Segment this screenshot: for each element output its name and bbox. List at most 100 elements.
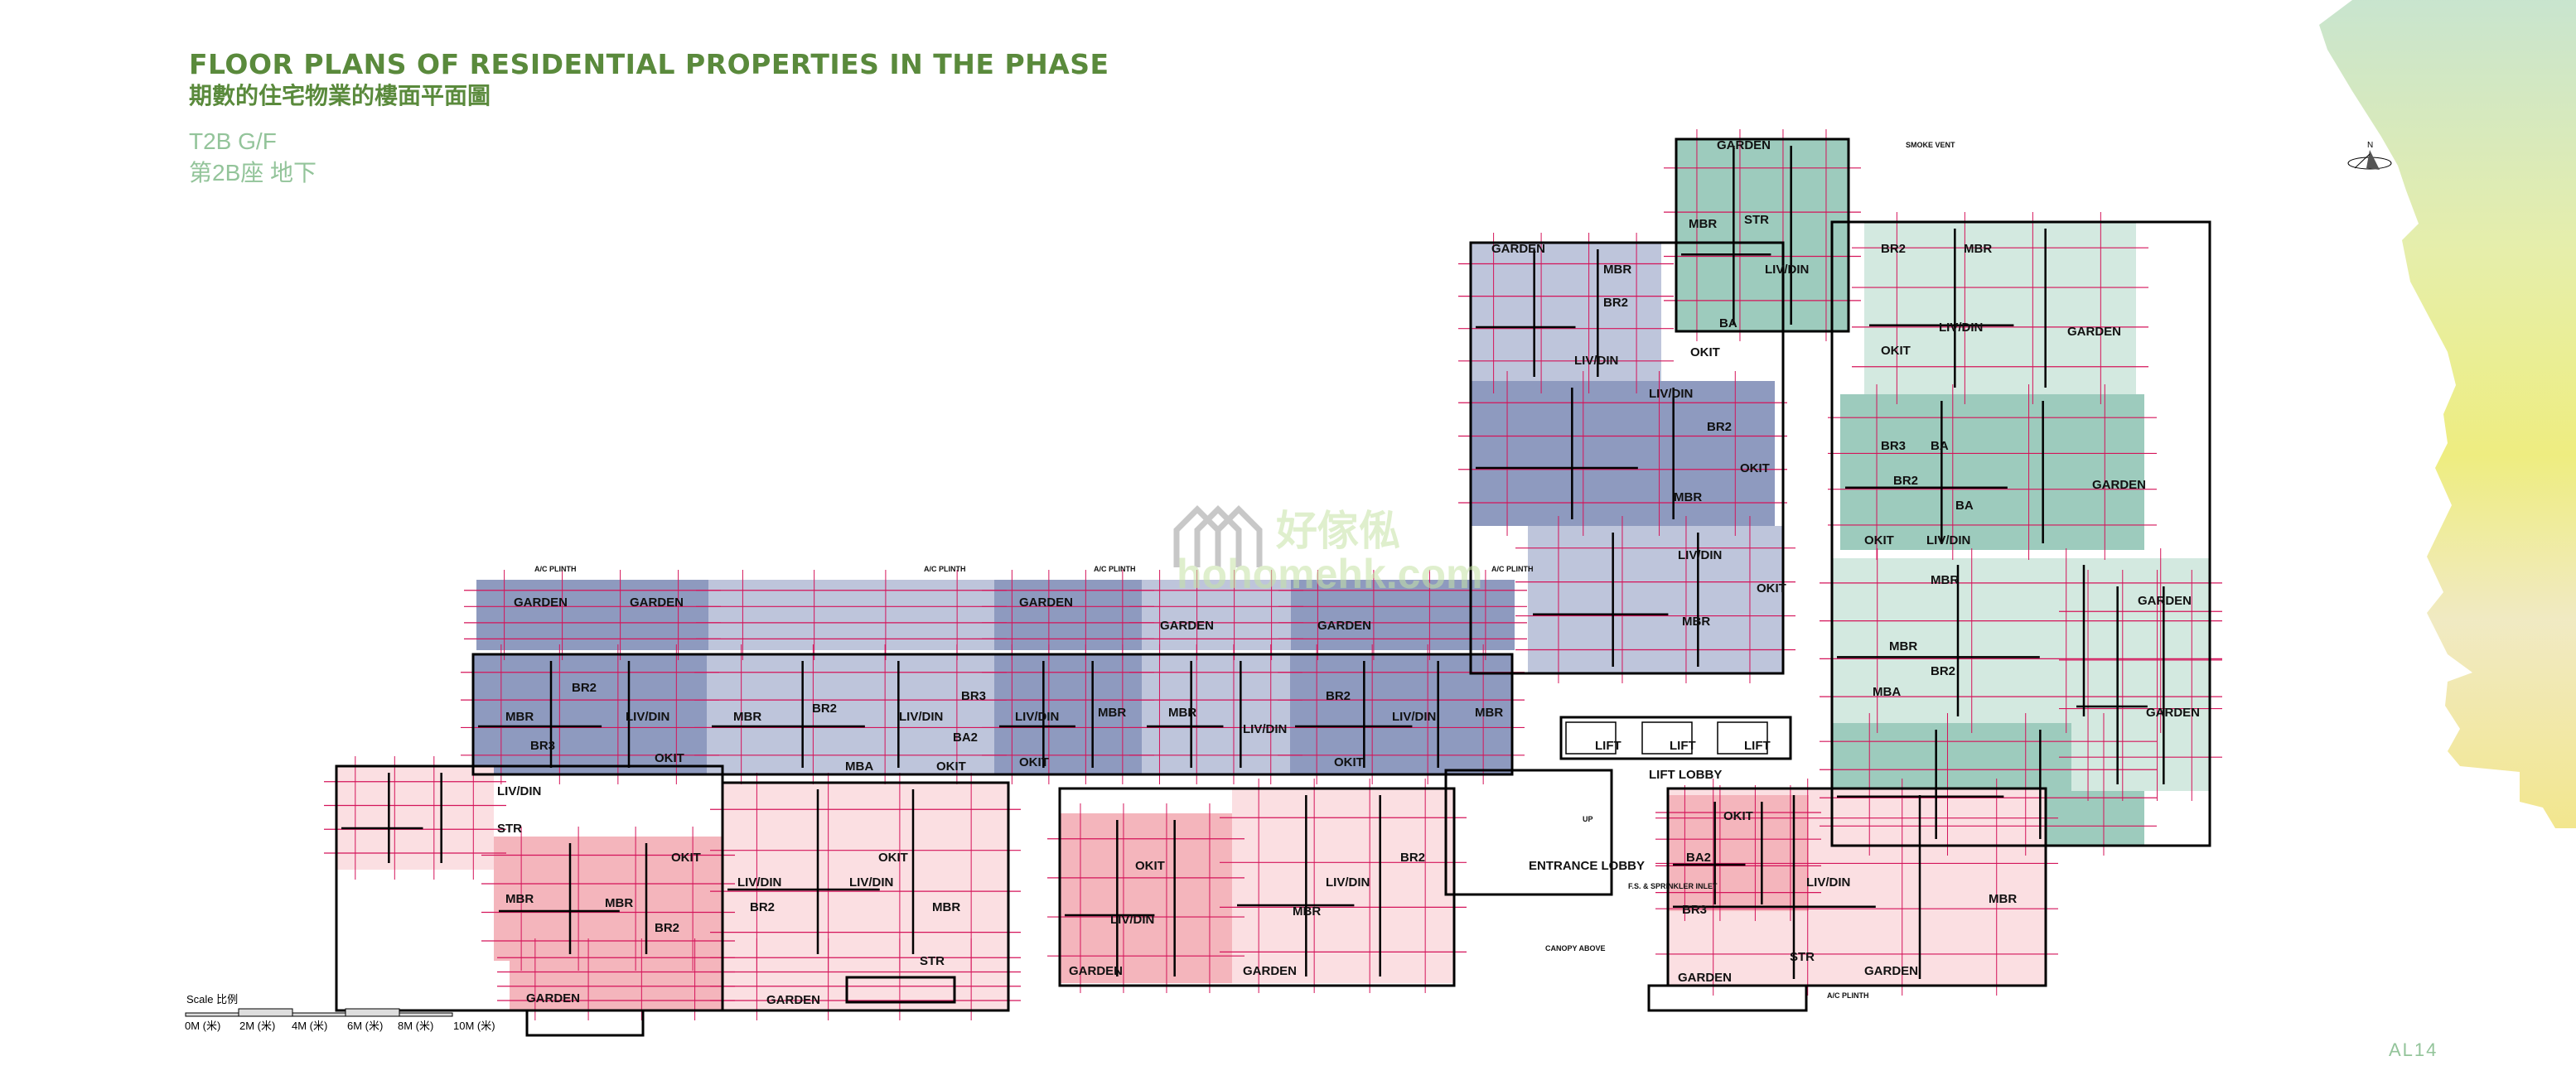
room-label: LIV/DIN — [1243, 722, 1287, 736]
room-label: OKIT — [1019, 755, 1049, 769]
room-label: OKIT — [1740, 461, 1770, 475]
room-label: GARDEN — [1243, 964, 1297, 978]
wall — [525, 1009, 645, 1037]
watercolor-decoration — [2319, 0, 2576, 828]
room-label: LIV/DIN — [1765, 263, 1809, 277]
room-label: SMOKE VENT — [1906, 141, 1955, 149]
north-arrow-icon: N — [2347, 141, 2392, 170]
room-label: A/C PLINTH — [924, 565, 966, 573]
room-label: MBR — [1682, 615, 1710, 629]
room-label: MBR — [1931, 573, 1959, 587]
tower-floor-label-chinese: 第2B座 地下 — [189, 160, 317, 186]
unit-block — [707, 654, 994, 774]
dimension-lines — [324, 129, 2222, 1020]
room-label: GARDEN — [630, 596, 684, 610]
scale-label: Scale 比例 — [186, 993, 239, 1005]
unit-block — [1840, 394, 2144, 550]
room-label: LIV/DIN — [1326, 875, 1370, 890]
room-label: GARDEN — [526, 991, 580, 1005]
room-label: A/C PLINTH — [1491, 565, 1534, 573]
room-label: MBR — [1674, 490, 1702, 504]
room-label: GARDEN — [2138, 594, 2192, 608]
wall — [471, 653, 1514, 776]
lift-car — [1565, 721, 1617, 755]
unit-block — [994, 654, 1142, 774]
room-label: LIV/DIN — [497, 784, 541, 798]
room-label: GARDEN — [1864, 964, 1918, 978]
wall — [1830, 220, 2211, 847]
room-label: LIV/DIN — [1392, 710, 1436, 724]
room-label: GARDEN — [1717, 138, 1771, 152]
room-label: BR3 — [530, 739, 555, 753]
tower-floor-label: T2B G/F — [189, 128, 277, 154]
room-label: BA2 — [953, 731, 978, 745]
room-label: GARDEN — [1160, 619, 1214, 633]
room-label: GARDEN — [1491, 242, 1545, 256]
unit-block — [1232, 788, 1454, 983]
room-label: BR2 — [572, 681, 597, 695]
unit-block — [2071, 580, 2210, 791]
room-label: MBR — [1098, 706, 1126, 720]
unit-block — [1471, 381, 1775, 526]
room-label: GARDEN — [1678, 971, 1732, 985]
room-label: GARDEN — [1019, 596, 1073, 610]
room-label: OKIT — [1723, 809, 1753, 823]
room-label: MBR — [605, 896, 633, 910]
room-label: GARDEN — [2067, 325, 2121, 339]
room-label: LIFT — [1670, 739, 1696, 753]
room-label: ENTRANCE LOBBY — [1529, 859, 1645, 873]
room-label: BR3 — [961, 689, 986, 703]
wall — [1058, 787, 1456, 987]
room-label: OKIT — [1757, 581, 1786, 596]
room-label: BR3 — [1881, 439, 1906, 453]
room-label: GARDEN — [1069, 964, 1123, 978]
room-label: MBA — [1873, 685, 1901, 699]
room-label: BR2 — [1893, 474, 1918, 488]
room-label: MBR — [932, 900, 960, 914]
watermark-logo: 好傢俬 hohomehk.com — [1173, 505, 1482, 597]
room-label: LIV/DIN — [1015, 710, 1059, 724]
room-label: STR — [1790, 950, 1815, 964]
scale-tick: 10M (米) — [453, 1020, 495, 1032]
watermark-brand-zh: 好傢俬 — [1275, 508, 1400, 554]
room-label: LIV/DIN — [1649, 387, 1693, 401]
room-label: OKIT — [878, 851, 908, 865]
room-label: MBR — [1889, 639, 1917, 653]
room-label: MBR — [1475, 706, 1503, 720]
room-label: GARDEN — [2146, 706, 2200, 720]
room-label: MBR — [1689, 217, 1717, 231]
room-label: LIV/DIN — [1574, 354, 1618, 368]
room-label: MBR — [1603, 263, 1631, 277]
wall — [1647, 984, 1808, 1012]
room-label: BA — [1719, 316, 1737, 330]
unit-block — [1060, 813, 1232, 983]
walls — [335, 137, 2211, 1037]
wall — [1444, 769, 1613, 896]
scale-tick: 2M (米) — [239, 1020, 276, 1032]
room-label: MBR — [1293, 904, 1321, 919]
room-label: LIV/DIN — [1110, 913, 1154, 927]
unit-block — [723, 783, 1008, 961]
room-label: MBR — [505, 710, 534, 724]
room-label: GARDEN — [1317, 619, 1371, 633]
page-number: AL14 — [2389, 1039, 2438, 1060]
room-label: BR2 — [1400, 851, 1425, 865]
room-label: LIV/DIN — [1926, 533, 1970, 547]
lift-car — [1641, 721, 1693, 755]
unit-block — [494, 837, 723, 961]
room-label: LIV/DIN — [1939, 321, 1983, 335]
room-label: BR2 — [812, 702, 837, 716]
scale-tick: 4M (米) — [292, 1020, 328, 1032]
room-label: MBR — [505, 892, 534, 906]
room-label: LIV/DIN — [1806, 875, 1850, 890]
room-label: BR2 — [1603, 296, 1628, 310]
room-label: CANOPY ABOVE — [1545, 944, 1606, 952]
unit-block — [1471, 243, 1661, 383]
room-label: OKIT — [1690, 345, 1720, 359]
room-label: BR2 — [750, 900, 775, 914]
scale-tick: 0M (米) — [185, 1020, 221, 1032]
room-label: LIV/DIN — [849, 875, 893, 890]
wall — [1666, 787, 2047, 987]
